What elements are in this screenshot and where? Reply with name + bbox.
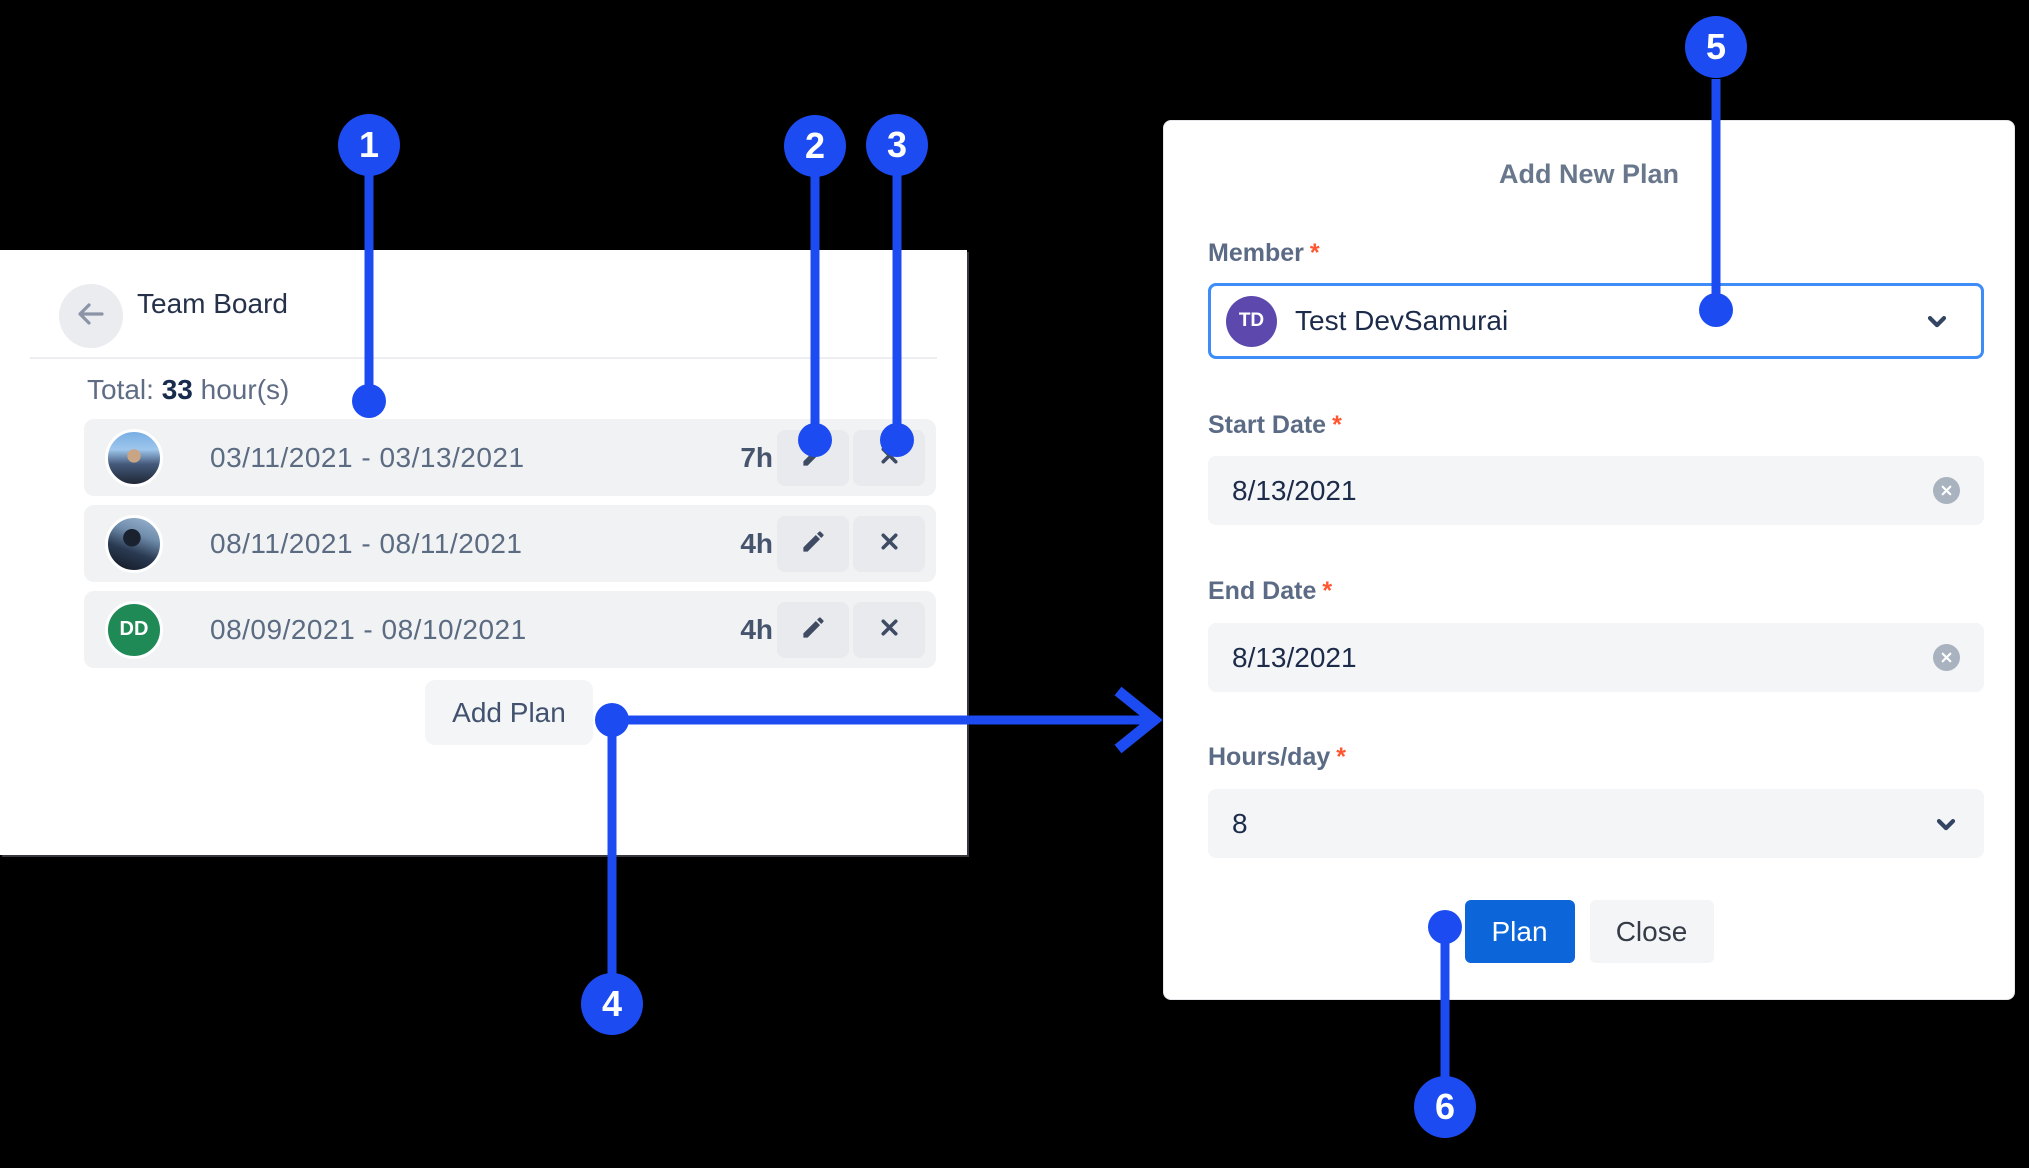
hours-per-day-select[interactable]: 8 [1208, 789, 1984, 858]
hours-per-day-label-text: Hours/day [1208, 743, 1331, 771]
x-icon [877, 443, 902, 473]
dialog-title: Add New Plan [1498, 159, 1680, 189]
annotation-arrow-head [1114, 686, 1163, 754]
member-label-text: Member [1208, 239, 1304, 267]
team-board-panel: Team Board Total: 33 hour(s) 03/11/2021 … [0, 250, 967, 855]
pencil-icon [800, 442, 827, 474]
plan-list: 03/11/2021 - 03/13/2021 7h 08/11/2021 - … [84, 419, 936, 668]
plan-hours: 4h [740, 527, 773, 559]
plan-date-range: 03/11/2021 - 03/13/2021 [210, 441, 525, 473]
close-button[interactable]: Close [1589, 900, 1714, 963]
annotation-badge-4: 4 [581, 973, 643, 1035]
add-plan-button[interactable]: Add Plan [425, 680, 593, 745]
pencil-icon [800, 528, 827, 560]
member-avatar [105, 514, 163, 573]
delete-plan-button[interactable] [853, 515, 925, 572]
annotation-badge-6: 6 [1414, 1076, 1476, 1138]
annotation-badge-1: 1 [338, 114, 400, 176]
annotation-badge-5: 5 [1685, 16, 1747, 78]
end-date-input[interactable]: 8/13/2021 [1208, 623, 1984, 692]
pencil-icon [800, 614, 827, 646]
total-value: 33 [161, 374, 193, 405]
plan-row-3: DD 08/09/2021 - 08/10/2021 4h [84, 591, 936, 668]
chevron-down-icon [1923, 307, 1951, 335]
plan-hours: 7h [740, 441, 773, 473]
team-board-header: Team Board [0, 250, 967, 358]
required-marker: * [1309, 239, 1320, 267]
edit-plan-button[interactable] [777, 601, 849, 658]
start-date-label-text: Start Date [1208, 411, 1327, 439]
end-date-value: 8/13/2021 [1232, 641, 1357, 673]
hours-per-day-value: 8 [1232, 807, 1248, 839]
end-date-label: End Date* [1208, 577, 1332, 606]
x-icon [877, 615, 902, 645]
edit-plan-button[interactable] [777, 515, 849, 572]
x-icon [877, 529, 902, 559]
delete-plan-button[interactable] [853, 429, 925, 486]
required-marker: * [1322, 577, 1333, 605]
back-button[interactable] [59, 284, 123, 348]
plan-button[interactable]: Plan [1464, 900, 1575, 963]
chevron-down-icon [1932, 810, 1960, 838]
start-date-label: Start Date* [1208, 411, 1342, 440]
member-select-value: Test DevSamurai [1295, 305, 1509, 336]
required-marker: * [1336, 743, 1346, 771]
hours-per-day-label: Hours/day* [1208, 743, 1346, 772]
edit-plan-button[interactable] [777, 429, 849, 486]
total-label: Total: [87, 374, 154, 405]
plan-row-2: 08/11/2021 - 08/11/2021 4h [84, 505, 936, 582]
header-divider [30, 357, 937, 359]
plan-row-1: 03/11/2021 - 03/13/2021 7h [84, 419, 936, 496]
start-date-value: 8/13/2021 [1232, 474, 1357, 506]
clear-start-date-button[interactable] [1933, 477, 1960, 504]
total-suffix: hour(s) [200, 374, 290, 405]
start-date-input[interactable]: 8/13/2021 [1208, 456, 1984, 525]
plan-hours: 4h [740, 613, 773, 645]
clear-end-date-button[interactable] [1933, 644, 1960, 671]
member-select[interactable]: TD Test DevSamurai [1208, 283, 1984, 359]
page-title: Team Board [137, 288, 288, 319]
dialog-actions: Plan Close [1164, 900, 2014, 963]
required-marker: * [1332, 411, 1342, 439]
delete-plan-button[interactable] [853, 601, 925, 658]
annotation-badge-2: 2 [784, 115, 846, 177]
plan-date-range: 08/11/2021 - 08/11/2021 [210, 527, 523, 559]
end-date-label-text: End Date [1208, 577, 1317, 605]
member-avatar [105, 428, 163, 487]
add-new-plan-dialog: Add New Plan Member* TD Test DevSamurai … [1163, 120, 2015, 1000]
member-avatar: TD [1226, 295, 1277, 347]
arrow-left-icon [74, 297, 108, 336]
annotation-badge-3: 3 [866, 114, 928, 176]
member-label: Member* [1208, 239, 1320, 268]
plan-date-range: 08/09/2021 - 08/10/2021 [210, 613, 527, 645]
total-hours-text: Total: 33 hour(s) [87, 374, 289, 406]
member-avatar: DD [105, 600, 163, 659]
